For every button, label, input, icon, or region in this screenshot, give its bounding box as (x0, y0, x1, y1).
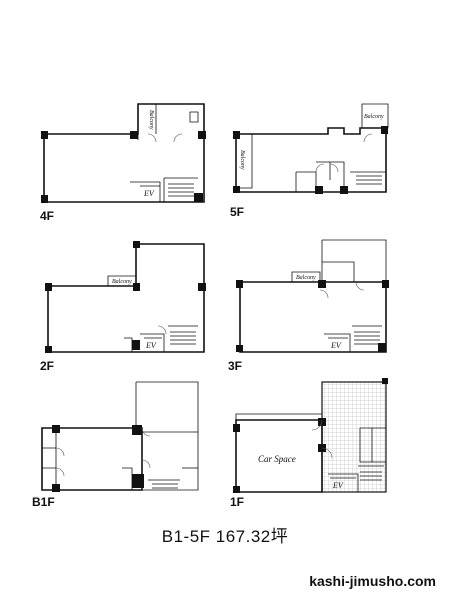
elevator-label: EV (332, 481, 344, 490)
balcony-label: Balcony (148, 110, 154, 130)
elevator-label: EV (145, 341, 157, 350)
floor-label: 3F (228, 359, 242, 373)
elevator-label: EV (330, 341, 342, 350)
balcony-label-top: Balcony (364, 114, 384, 120)
floor-label: 4F (40, 209, 54, 223)
balcony-label-side: Balcony (239, 150, 245, 170)
floor-plan-2f: Balcony EV 2F (40, 241, 206, 373)
floor-plan-4f: Balcony EV 4F (40, 103, 206, 223)
floor-label: 5F (230, 205, 244, 219)
area-caption: B1-5F 167.32坪 (161, 527, 289, 546)
car-space-label: Car Space (258, 454, 296, 464)
floor-plan-3f: Balcony EV 3F (228, 239, 389, 373)
site-watermark: kashi-jimusho.com (309, 573, 436, 589)
balcony-label: Balcony (296, 275, 316, 281)
hatched-open-area (321, 381, 387, 493)
floor-label: B1F (32, 495, 55, 509)
floor-label: 2F (40, 359, 54, 373)
balcony-label: Balcony (112, 279, 132, 285)
floor-plan-5f: Balcony Balcony 5F (230, 103, 389, 219)
floor-plan-1f: Car Space EV 1F (230, 378, 388, 509)
floor-label: 1F (230, 495, 244, 509)
elevator-label: EV (143, 189, 155, 198)
floor-plan-b1f: B1F (32, 381, 199, 509)
